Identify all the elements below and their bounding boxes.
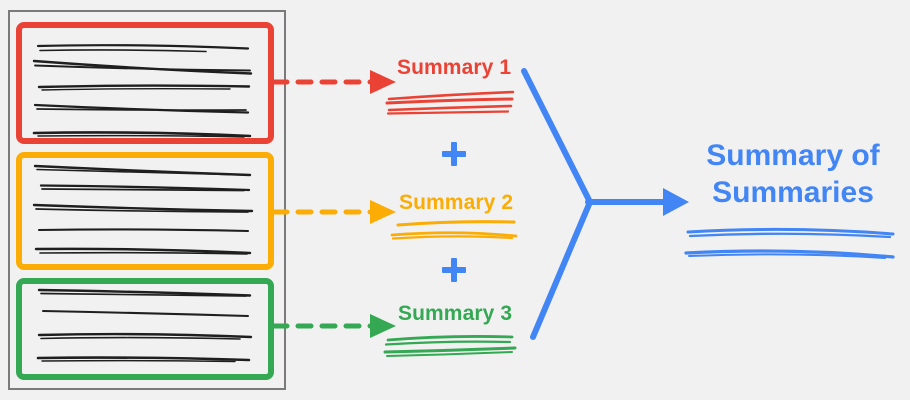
merge-arrowhead <box>663 188 689 216</box>
source-documents-panel <box>8 10 286 390</box>
document-group-red-lines <box>32 44 253 138</box>
summary-3-lines <box>383 335 517 357</box>
document-group-green-box[interactable] <box>16 278 274 380</box>
plus-icon-2 <box>442 258 466 282</box>
summary-1-label: Summary 1 <box>397 56 512 79</box>
summary-3-label: Summary 3 <box>398 302 513 325</box>
arrow-orange-dashed <box>271 200 396 224</box>
document-group-orange-lines <box>32 164 254 255</box>
summary-2-label: Summary 2 <box>399 191 514 214</box>
final-summary-title: Summary of Summaries <box>703 138 883 211</box>
summary-2-lines <box>390 220 518 240</box>
document-group-orange-box[interactable] <box>16 152 274 270</box>
final-summary-lines <box>684 227 895 259</box>
merge-arrow-blue <box>521 68 669 340</box>
summary-1-lines <box>385 90 515 115</box>
arrow-red-dashed <box>271 70 396 94</box>
arrow-green-dashed <box>271 314 396 338</box>
final-summary-title-line-1: Summary of <box>706 139 880 172</box>
document-group-red-box[interactable] <box>16 22 274 144</box>
plus-icon-1 <box>442 142 466 166</box>
final-summary-title-line-2: Summaries <box>712 175 874 209</box>
document-group-green-lines <box>36 288 253 363</box>
